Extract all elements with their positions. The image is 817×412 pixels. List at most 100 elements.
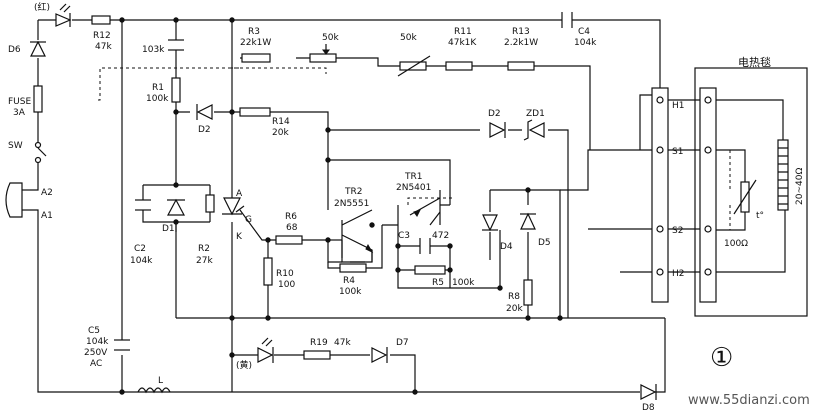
blanket-enclosure [694, 67, 808, 317]
scr-thyristor [222, 197, 245, 216]
junction-dots [119, 17, 563, 395]
label-h2: H2 [672, 269, 685, 279]
resistor-r11 [445, 61, 473, 71]
label-d6: D6 [8, 45, 21, 55]
diode-d1 [167, 198, 185, 216]
label-r19-value: 47k [334, 338, 351, 348]
watermark: www.55dianzi.com [688, 393, 810, 408]
resistor-r12 [91, 15, 111, 25]
label-tr1-part: 2N5401 [396, 183, 431, 193]
diode-d8 [640, 384, 657, 400]
label-a1: A1 [41, 211, 53, 221]
resistor-r8 [523, 279, 533, 306]
label-c5-ac: AC [90, 359, 102, 369]
ptc-sensor [733, 179, 757, 215]
label-c3: C3 [398, 231, 410, 241]
label-r5: R5 [432, 278, 444, 288]
label-r11: R11 [454, 27, 472, 37]
label-d1: D1 [162, 224, 175, 234]
diode-d4 [482, 214, 498, 232]
label-c1-value: 103k [142, 45, 165, 55]
transistor-tr2 [330, 220, 374, 258]
label-r2-value: 27k [196, 256, 213, 266]
label-r10-value: 100 [278, 280, 295, 290]
label-r3-value: 22k1W [240, 38, 271, 48]
label-blanket: 电热毯 [738, 55, 771, 69]
diode-d5 [520, 212, 536, 230]
capacitor-c2 [135, 199, 151, 211]
label-pot1: 50k [322, 33, 339, 43]
resistor-r19 [303, 350, 331, 360]
label-fuse-value: 3A [13, 108, 26, 118]
label-r2: R2 [198, 244, 210, 254]
label-r3: R3 [248, 27, 260, 37]
label-c5: C5 [88, 326, 100, 336]
resistor-r1 [171, 77, 181, 103]
blanket-connector [699, 87, 717, 303]
transistor-tr1 [413, 190, 441, 225]
label-c2: C2 [134, 244, 146, 254]
diode-d2-left [196, 104, 213, 120]
label-r13-value: 2.2k1W [504, 38, 538, 48]
label-sw: SW [8, 141, 23, 151]
label-d5: D5 [538, 238, 551, 248]
label-c4-value: 104k [574, 38, 597, 48]
inductor-l [137, 387, 171, 394]
label-r11-value: 47k1K [448, 38, 477, 48]
dashed-links [98, 67, 731, 230]
label-heater-value: 20~40Ω [795, 168, 805, 205]
diode-d6 [30, 40, 46, 57]
capacitor-c5 [114, 339, 130, 351]
terminal-strip [651, 87, 669, 303]
label-r14-value: 20k [272, 128, 289, 138]
label-s2: S2 [672, 226, 683, 236]
label-r8-value: 20k [506, 304, 523, 314]
capacitor-c4 [561, 12, 573, 28]
resistor-r5 [414, 265, 446, 275]
resistor-r3 [241, 53, 271, 63]
label-d8: D8 [642, 403, 655, 412]
label-r10: R10 [276, 269, 294, 279]
resistor-r14 [239, 107, 271, 117]
label-r1: R1 [152, 83, 164, 93]
diode-d7 [371, 347, 388, 363]
label-s1: S1 [672, 147, 683, 157]
label-tr2-part: 2N5551 [334, 199, 369, 209]
led-top [55, 3, 72, 27]
led-bottom [257, 337, 274, 363]
figure-number: ① [710, 343, 733, 373]
fuse [33, 85, 43, 113]
label-c2-value: 104k [130, 256, 153, 266]
label-d2-left: D2 [198, 125, 211, 135]
label-ptc-value: 100Ω [724, 239, 748, 249]
label-r12: R12 [93, 31, 111, 41]
label-d2-right: D2 [488, 109, 501, 119]
resistor-r6 [275, 235, 303, 245]
label-c5-value: 104k [86, 337, 109, 347]
label-r6-value: 68 [286, 223, 298, 233]
potentiometer-1 [309, 44, 337, 63]
label-pot2: 50k [400, 33, 417, 43]
label-inductor: L [158, 376, 163, 386]
label-r19: R19 [310, 338, 328, 348]
label-lamp-top: (红) [34, 1, 50, 13]
label-d7: D7 [396, 338, 409, 348]
label-r6: R6 [285, 212, 297, 222]
heater-element [777, 139, 789, 211]
label-h1: H1 [672, 101, 685, 111]
zener-zd1 [523, 119, 545, 141]
label-c4: C4 [578, 27, 590, 37]
switch-sw [34, 141, 47, 164]
label-r4-value: 100k [339, 287, 362, 297]
label-r12-value: 47k [95, 42, 112, 52]
label-ptc: t° [756, 211, 764, 221]
resistor-r2 [205, 194, 215, 213]
label-fuse: FUSE [8, 97, 31, 107]
wires [30, 19, 786, 393]
label-scr-a: A [236, 189, 243, 199]
label-scr-g: G [245, 215, 252, 225]
capacitor-c3 [419, 238, 431, 254]
label-r4: R4 [343, 276, 355, 286]
label-tr2: TR2 [344, 187, 362, 197]
